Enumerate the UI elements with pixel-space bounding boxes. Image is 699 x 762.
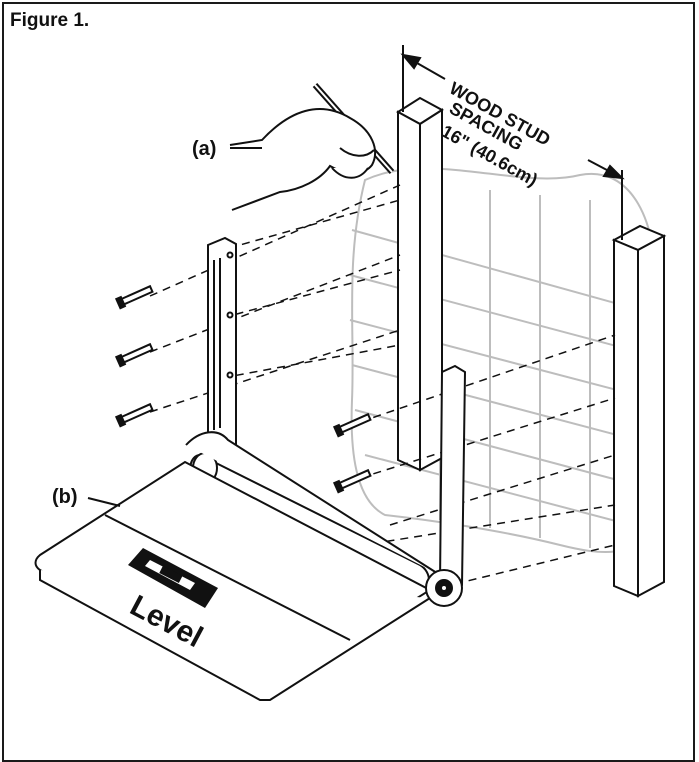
wall-grid bbox=[349, 167, 658, 554]
alignment-dashed-lines bbox=[149, 184, 616, 585]
label-a: (a) bbox=[192, 138, 216, 160]
label-b-leader bbox=[87, 497, 121, 507]
mounting-bracket bbox=[34, 236, 467, 701]
hand-holding-pencil-icon bbox=[229, 83, 395, 211]
figure-title: Figure 1. bbox=[10, 10, 90, 31]
screw-icon bbox=[114, 284, 372, 494]
bubble-level-icon bbox=[128, 548, 218, 608]
right-wood-stud bbox=[611, 224, 667, 598]
label-b: (b) bbox=[52, 486, 78, 508]
left-wood-stud bbox=[396, 96, 444, 472]
stud-spacing-dimension bbox=[400, 45, 625, 240]
